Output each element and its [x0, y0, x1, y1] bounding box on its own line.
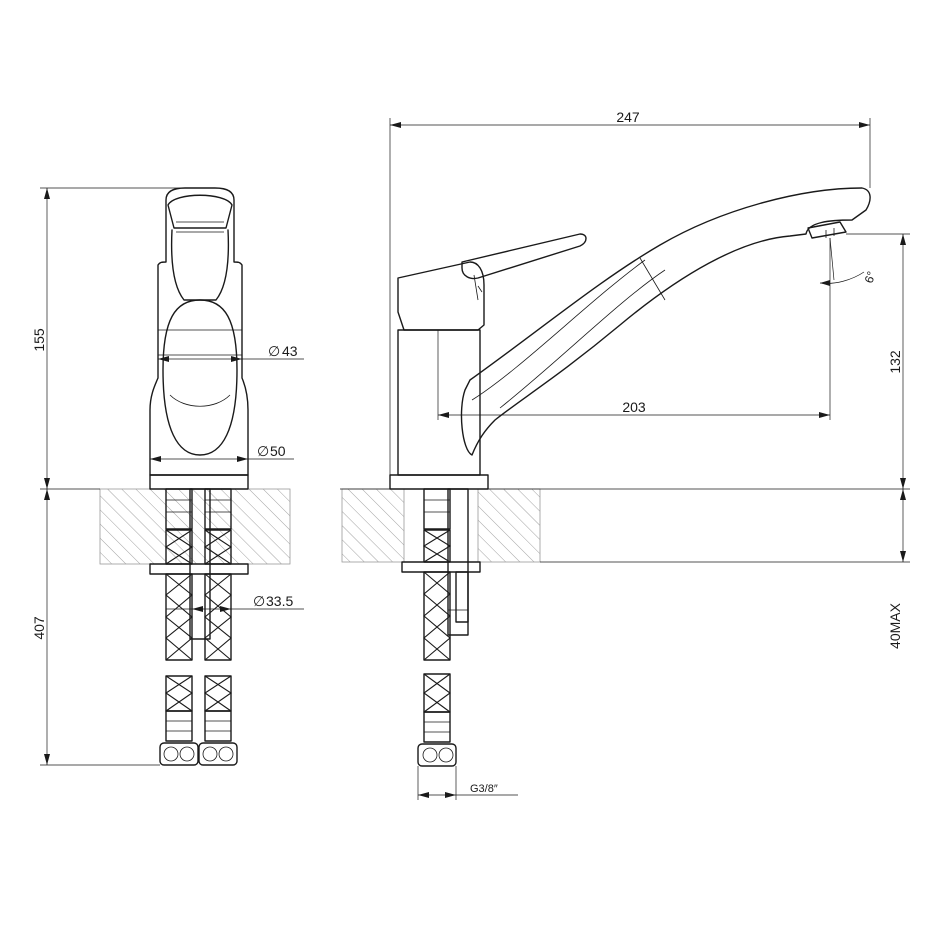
side-faucet-body [397, 329, 481, 476]
side-aerator [807, 221, 847, 239]
diameter-symbol-33: ∅ [253, 593, 265, 609]
dim-counter-max: 40MAX [887, 602, 903, 649]
front-lever-stem [170, 229, 230, 301]
front-body-shell [162, 299, 238, 456]
diameter-symbol-43: ∅ [268, 343, 280, 359]
side-handle-housing [397, 261, 485, 331]
front-hose-left [159, 488, 199, 766]
side-hose [417, 488, 457, 767]
dim-below-deck: 407 [31, 616, 47, 640]
front-lever-top [167, 194, 233, 229]
dim-height-total: 155 [31, 328, 47, 352]
diameter-symbol-50: ∅ [257, 443, 269, 459]
side-spout [460, 187, 871, 456]
front-base-ring [149, 474, 249, 490]
dim-spout-angle: 6° [862, 269, 879, 285]
dim-base-diameter: 50 [270, 443, 286, 459]
side-counter-slab-right [477, 488, 541, 563]
dim-spout-height: 132 [887, 350, 903, 374]
dim-hose-diameter: 33.5 [266, 593, 293, 609]
front-mount-plate [149, 563, 249, 575]
dim-overall-length: 247 [616, 109, 640, 125]
front-counter-slab [99, 488, 291, 565]
side-view: 247 203 6° 132 40MAX G3/8″ [340, 109, 910, 800]
side-base-ring [389, 474, 489, 490]
side-counter-slab-left [341, 488, 405, 563]
dim-body-diameter: 43 [282, 343, 298, 359]
front-hose-right [198, 488, 238, 766]
side-lever [461, 233, 587, 280]
dim-spout-reach: 203 [622, 399, 646, 415]
dim-connection-thread: G3/8″ [470, 783, 498, 795]
front-view: 155 407 ∅ 43 ∅ 50 ∅ 33.5 [31, 187, 304, 766]
